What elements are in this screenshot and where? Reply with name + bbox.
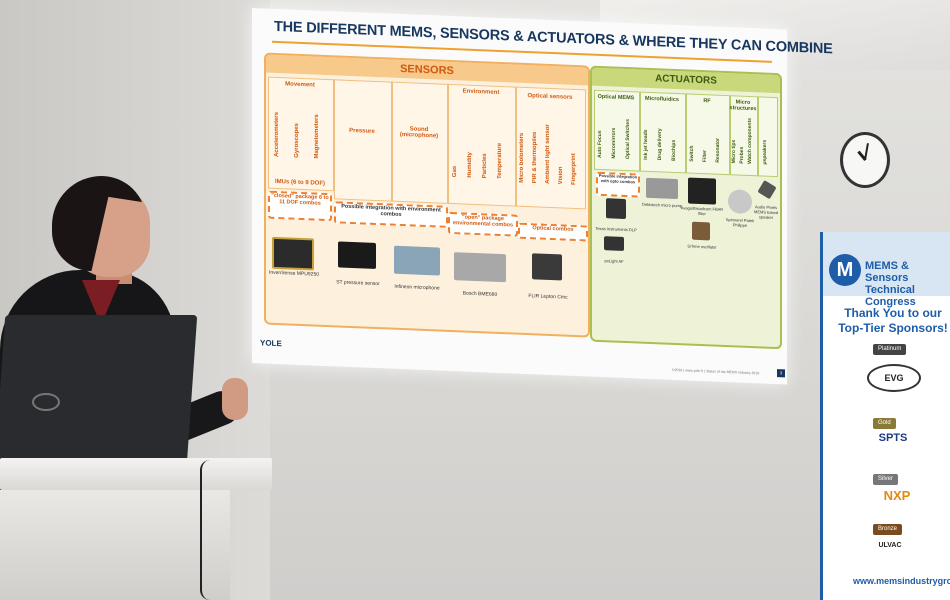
sponsor-gold: SPTS xyxy=(878,432,908,444)
flir-chip xyxy=(532,253,562,281)
actuator-combo: Possible integration with opto combos xyxy=(596,171,640,198)
product-caption: Avago/Broadcom FBAR filter xyxy=(680,205,724,217)
sponsor-silver: NXP xyxy=(883,488,911,503)
wall-clock xyxy=(840,132,890,188)
environment-col: Particles xyxy=(482,153,488,179)
movement-col: Accelerometers xyxy=(274,111,280,158)
tier-bronze: Bronze xyxy=(873,524,903,535)
integration-combo: Possible integration with environment co… xyxy=(334,201,448,228)
pressure-group xyxy=(334,79,392,202)
fbar-chip xyxy=(688,177,716,205)
environment-col: Humidity xyxy=(467,151,473,178)
polight-chip xyxy=(604,236,624,251)
product-caption: Audio Pixels MEMS based speaker xyxy=(754,204,779,220)
thanks-text: Thank You to our Top-Tier Sponsors! xyxy=(838,306,948,335)
actuator-col: Optical Switches xyxy=(625,118,631,160)
laptop xyxy=(0,315,198,465)
st-pressure-chip xyxy=(338,241,376,269)
actuator-col: μspeakers xyxy=(762,139,768,165)
actuator-col: Drug delivery xyxy=(657,128,663,161)
actuator-col: Biochips xyxy=(671,139,677,162)
movement-col: Gyroscopes xyxy=(294,122,300,158)
yole-logo: YOLE xyxy=(260,338,282,349)
speakers-group xyxy=(758,96,778,178)
event-name: MEMS & Sensors Technical Congress xyxy=(865,260,916,308)
projected-slide: THE DIFFERENT MEMS, SENSORS & ACTUATORS … xyxy=(252,8,833,385)
slide-page-number: 3 xyxy=(777,369,785,378)
open-combo: "open" package environmental combos xyxy=(448,211,518,237)
actuators-header: ACTUATORS xyxy=(592,67,780,94)
sponsor-banner: M MEMS & Sensors Technical Congress Than… xyxy=(820,232,950,600)
laptop-logo-icon xyxy=(32,393,60,411)
product-caption: FLIR Lepton Cmc xyxy=(528,293,568,301)
infineon-mic-chip xyxy=(394,245,440,276)
actuator-col: Ink jet heads xyxy=(643,129,649,160)
actuators-panel: ACTUATORS Optical MEMS Auto Focus Microm… xyxy=(590,65,782,350)
dlp-chip xyxy=(606,198,626,220)
environment-col: Temperature xyxy=(497,142,503,180)
product-caption: Bosch BME680 xyxy=(462,290,498,298)
movement-col: Magnetometers xyxy=(314,114,320,159)
sponsor-platinum: EVG xyxy=(867,364,921,392)
sensors-panel: SENSORS Movement Accelerometers Gyroscop… xyxy=(264,52,590,338)
podium xyxy=(0,458,272,600)
actuator-col: Micro tips xyxy=(731,139,737,164)
bosch-chip xyxy=(454,252,506,283)
actuator-col: Switch xyxy=(689,145,695,162)
product-caption: Infineon microphone xyxy=(394,283,440,292)
mems-logo: M xyxy=(829,254,861,286)
slide-footer: ©2016 | www.yole.fr | Status of the MEMS… xyxy=(672,367,760,376)
product-caption: SiTime oscillator xyxy=(687,243,717,250)
optical-combo: Optical combos xyxy=(518,222,588,242)
actuator-col: Filter xyxy=(702,149,708,163)
optical-col: Vision xyxy=(558,166,564,185)
optical-col: Fingerprint xyxy=(571,153,577,186)
optical-col: Ambient light sensor xyxy=(545,124,551,185)
optical-col: Micro bolometers xyxy=(519,132,525,183)
product-caption: InvenSense MPU9250 xyxy=(268,269,320,278)
micro-structures-label: Micro structures xyxy=(729,99,757,113)
product-caption: Texas Instruments DLP xyxy=(595,225,637,233)
actuator-col: Resonator xyxy=(715,137,721,163)
product-caption: Debiotech micro pump xyxy=(641,201,683,209)
environment-col: Gas xyxy=(452,165,458,178)
product-caption: ST pressure sensor xyxy=(336,279,380,288)
podium-front xyxy=(0,490,230,600)
optical-col: PIR & thermopiles xyxy=(532,131,538,184)
actuator-col: Probes xyxy=(739,146,745,164)
cable xyxy=(200,460,222,600)
closed-combo: "closed" package 6 to 11 DOF combos xyxy=(268,190,332,222)
speaker-chip xyxy=(757,180,777,200)
sitime-chip xyxy=(692,221,710,241)
podium-top xyxy=(0,458,272,490)
presenter-hand xyxy=(222,378,248,420)
product-caption: poLight AF xyxy=(604,258,624,264)
tier-gold: Gold xyxy=(873,418,896,429)
spinnerel-chip xyxy=(728,189,752,215)
sound-label: Sound (microphone) xyxy=(399,126,439,140)
actuator-col: Watch components xyxy=(747,117,753,165)
tier-platinum: Platinum xyxy=(873,344,907,355)
sound-group xyxy=(392,81,448,204)
actuator-col: Auto Focus xyxy=(597,130,603,159)
actuator-col: Micromirrors xyxy=(611,127,617,159)
debiotech-chip xyxy=(646,177,678,200)
tier-silver: Silver xyxy=(873,474,899,485)
banner-url: www.memsindustrygroup.o xyxy=(853,576,950,586)
mpu9250-chip xyxy=(272,236,314,271)
sponsor-bronze: ULVAC xyxy=(878,542,902,549)
